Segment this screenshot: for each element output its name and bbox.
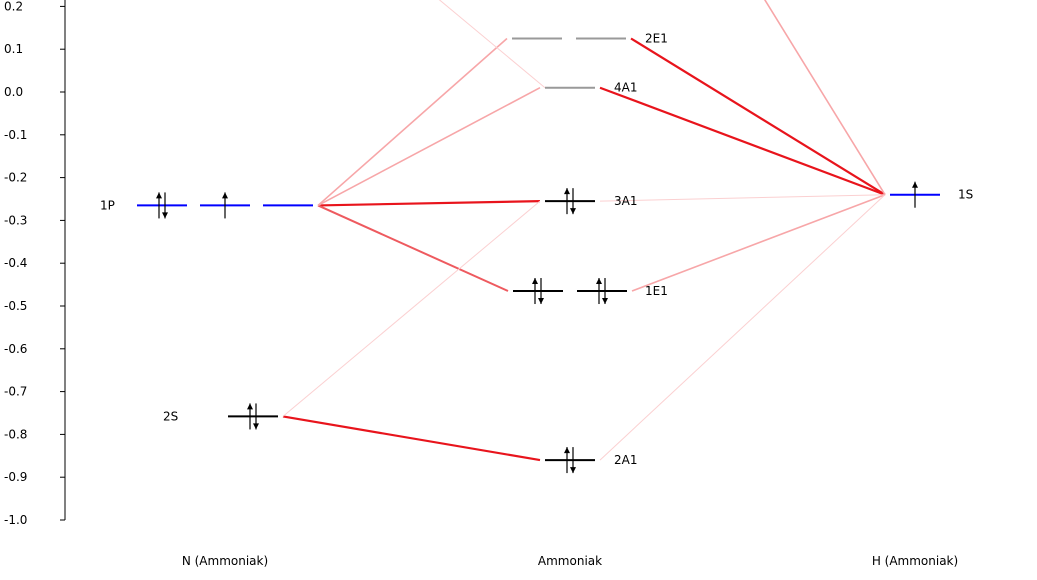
correlation-line bbox=[282, 200, 541, 417]
correlation-line bbox=[317, 204, 509, 292]
y-tick-label: -0.6 bbox=[4, 342, 27, 356]
correlation-line bbox=[599, 86, 886, 196]
arrowhead-up bbox=[247, 403, 253, 410]
arrowhead-up bbox=[532, 278, 538, 285]
level-label: 3A1 bbox=[614, 194, 637, 208]
arrowhead-up bbox=[222, 192, 228, 199]
arrowhead-down bbox=[570, 467, 576, 474]
correlation-line bbox=[282, 415, 541, 462]
arrowhead-up bbox=[912, 181, 918, 188]
level-label: 2E1 bbox=[645, 32, 668, 46]
column-labels: N (Ammoniak) Ammoniak H (Ammoniak) bbox=[182, 554, 958, 568]
arrowhead-down bbox=[162, 212, 168, 219]
correlation-line bbox=[599, 194, 886, 202]
y-tick-label: -0.1 bbox=[4, 128, 27, 142]
y-tick-label: -0.2 bbox=[4, 171, 27, 185]
level-label: 2A1 bbox=[614, 453, 637, 467]
y-tick-label: 0.0 bbox=[4, 85, 23, 99]
correlation-lines bbox=[282, 0, 886, 462]
y-tick-label: -0.4 bbox=[4, 256, 27, 270]
level-1p: 1P bbox=[100, 192, 313, 219]
level-2e1: 2E1 bbox=[512, 32, 668, 46]
correlation-line bbox=[317, 37, 508, 207]
level-label: 1E1 bbox=[645, 284, 668, 298]
y-tick-label: -0.7 bbox=[4, 385, 27, 399]
y-tick-label: 0.1 bbox=[4, 42, 23, 56]
correlation-line bbox=[438, 0, 546, 89]
arrowhead-up bbox=[156, 192, 162, 199]
correlation-line bbox=[599, 194, 886, 461]
correlation-line bbox=[317, 200, 541, 207]
y-tick-label: 0.2 bbox=[4, 0, 23, 13]
level-2s: 2S bbox=[163, 403, 278, 430]
y-tick-label: -0.9 bbox=[4, 470, 27, 484]
column-label-n: N (Ammoniak) bbox=[182, 554, 268, 568]
level-1e1: 1E1 bbox=[513, 278, 668, 305]
arrowhead-down bbox=[253, 423, 259, 430]
correlation-line bbox=[630, 37, 886, 196]
level-4a1: 4A1 bbox=[545, 81, 637, 95]
level-label: 4A1 bbox=[614, 81, 637, 95]
arrowhead-down bbox=[602, 298, 608, 305]
y-tick-label: -1.0 bbox=[4, 513, 27, 527]
arrowhead-up bbox=[596, 278, 602, 285]
energy-axis: 0.2 0.1 0.0 -0.1 -0.2 -0.3 -0.4 -0.5 -0.6 -0.7 -0.… bbox=[4, 0, 66, 527]
level-label: 1S bbox=[958, 188, 973, 202]
level-3a1: 3A1 bbox=[545, 188, 637, 215]
energy-levels: 1P 2S 2E1 4A1 3A1 1E1 2A1 1S bbox=[100, 32, 973, 474]
arrowhead-up bbox=[564, 188, 570, 195]
column-label-m: Ammoniak bbox=[538, 554, 602, 568]
level-label: 1P bbox=[100, 198, 115, 212]
level-1s: 1S bbox=[890, 181, 973, 208]
y-tick-label: -0.8 bbox=[4, 427, 27, 441]
y-tick-label: -0.3 bbox=[4, 213, 27, 227]
y-tick-label: -0.5 bbox=[4, 299, 27, 313]
column-label-h: H (Ammoniak) bbox=[872, 554, 958, 568]
level-label: 2S bbox=[163, 409, 178, 423]
arrowhead-down bbox=[538, 298, 544, 305]
correlation-line bbox=[317, 87, 541, 207]
arrowhead-down bbox=[570, 208, 576, 215]
correlation-line bbox=[763, 0, 886, 196]
level-2a1: 2A1 bbox=[545, 447, 637, 474]
correlation-line bbox=[631, 193, 886, 292]
arrowhead-up bbox=[564, 447, 570, 454]
